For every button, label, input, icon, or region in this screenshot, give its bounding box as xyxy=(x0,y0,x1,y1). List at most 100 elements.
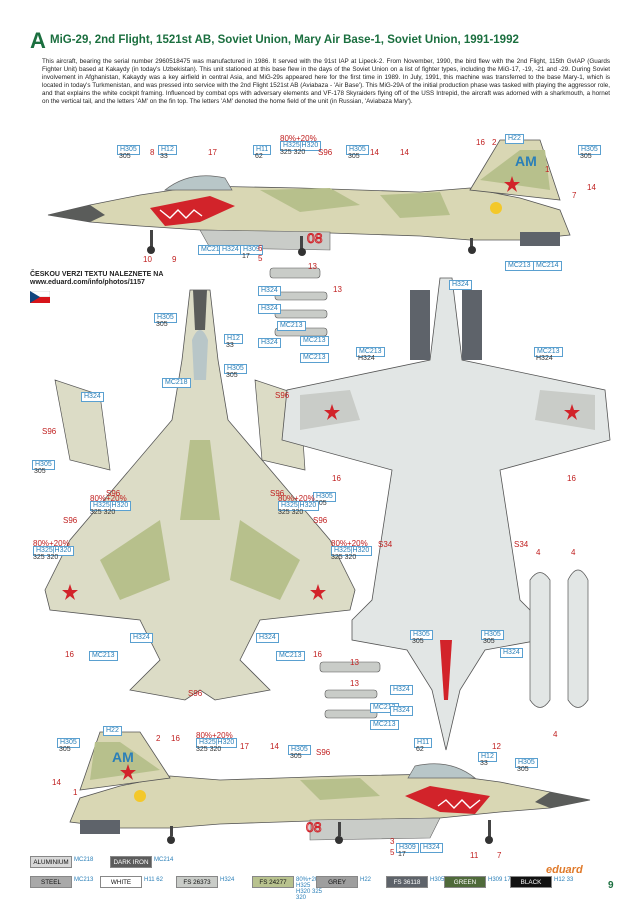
callout-top-views-53: 13 xyxy=(350,658,359,667)
callout-top-profile-18: 7 xyxy=(572,191,577,200)
czech-flag-icon xyxy=(30,291,50,303)
callout-top-views-14: MC213 xyxy=(534,347,563,357)
swatch-code-7: H305 305 xyxy=(430,877,456,883)
aircraft-side-view-bottom xyxy=(69,731,591,844)
callout-top-views-21: H305 xyxy=(313,492,336,502)
czech-note-url[interactable]: www.eduard.com/info/photos/1157 xyxy=(30,279,145,286)
callout-top-views-31: H325|H320 xyxy=(33,546,75,556)
callout-top-views-4: MC213 xyxy=(277,321,306,331)
aircraft-side-view-top xyxy=(47,139,571,256)
callout-bottom-profile-18: 5 xyxy=(390,848,395,857)
swatch-white: WHITE xyxy=(100,876,142,888)
callout-top-profile-23: H309 xyxy=(240,245,263,255)
callout-top-views-8: H324 xyxy=(449,280,472,290)
callout-top-views-42: H324 xyxy=(130,633,153,643)
callout-top-views-26: H325|H320 xyxy=(278,501,320,511)
callout-sub-bottom-profile-13: 33 xyxy=(480,760,488,767)
czech-translation-note: ČESKOU VERZI TEXTU NALEZNETE NA www.edua… xyxy=(30,271,163,287)
callout-sub-top-views-12: 305 xyxy=(226,372,238,379)
callout-top-views-51: H324 xyxy=(500,648,523,658)
callout-top-views-38: S34 xyxy=(378,540,393,549)
callout-top-views-37: 16 xyxy=(567,474,576,483)
callout-top-views-40: 4 xyxy=(536,548,541,557)
drop-tanks xyxy=(529,569,589,708)
callout-sub-top-views-10: 33 xyxy=(226,342,234,349)
callout-top-profile-8: S96 xyxy=(318,148,333,157)
callout-top-views-55: H324 xyxy=(390,685,413,695)
callout-top-views-47: 16 xyxy=(313,650,322,659)
fin-letters-top: AM xyxy=(515,153,537,169)
callout-top-profile-7: 325 320 xyxy=(280,149,306,156)
callout-top-profile-6: H325|H320 xyxy=(280,141,322,151)
swatch-black: BLACK xyxy=(510,876,552,888)
callout-sub-top-views-13: H324 xyxy=(358,355,375,362)
callout-sub-top-views-50: 305 xyxy=(483,638,495,645)
callout-bottom-profile-22: 7 xyxy=(497,851,502,860)
swatch-dark-iron: DARK IRON xyxy=(110,856,152,868)
callout-sub-top-profile-15: 305 xyxy=(580,153,592,160)
callout-top-views-57: H324 xyxy=(390,706,413,716)
callout-top-profile-5: 80%+20% xyxy=(280,134,317,143)
callout-top-profile-15: H305 xyxy=(578,145,601,155)
callout-top-profile-26: MC213 xyxy=(505,261,534,271)
callout-top-profile-2: H12 xyxy=(158,145,177,155)
callout-top-views-39: S34 xyxy=(514,540,529,549)
callout-top-views-50: H305 xyxy=(481,630,504,640)
callout-bottom-profile-9: H305 xyxy=(288,745,311,755)
callout-top-views-7: MC213 xyxy=(300,353,329,363)
callout-top-profile-12: 16 xyxy=(476,138,485,147)
callout-top-views-27: 325 320 xyxy=(278,509,304,516)
callout-top-views-33: 80%+20% xyxy=(331,539,368,548)
swatch-code-3: H11 62 xyxy=(144,877,163,883)
callout-sub-bottom-profile-3: 305 xyxy=(59,746,71,753)
callout-top-profile-14: H22 xyxy=(505,134,524,144)
callout-bottom-profile-12: 12 xyxy=(492,742,501,751)
swatch-fs-26373: FS 26373 xyxy=(176,876,218,888)
swatch-code-4: H324 xyxy=(220,877,235,883)
callout-top-views-17: S96 xyxy=(42,427,57,436)
callout-top-views-1: 13 xyxy=(333,285,342,294)
swatch-grey: GREY xyxy=(316,876,358,888)
callout-top-profile-16: 1 xyxy=(545,165,550,174)
callout-bottom-profile-14: H305 xyxy=(515,758,538,768)
callout-top-profile-13: 2 xyxy=(492,138,497,147)
callout-top-views-28: S96 xyxy=(63,516,78,525)
callout-bottom-profile-3: H305 xyxy=(57,738,80,748)
callout-top-views-54: 13 xyxy=(350,679,359,688)
callout-top-profile-1: 8 xyxy=(150,148,155,157)
callout-top-views-12: H305 xyxy=(224,364,247,374)
callout-bottom-profile-16: 1 xyxy=(73,788,78,797)
callout-sub-top-views-18: 305 xyxy=(34,468,46,475)
callout-top-views-34: H325|H320 xyxy=(331,546,373,556)
callout-top-views-41: 4 xyxy=(571,548,576,557)
aircraft-bottom-view xyxy=(281,277,611,751)
callout-top-views-13: MC213 xyxy=(356,347,385,357)
callout-top-profile-19: 10 xyxy=(143,255,152,264)
swatch-code-9: H12 33 xyxy=(554,877,574,883)
callout-top-views-45: MC213 xyxy=(276,651,305,661)
aircraft-top-view xyxy=(44,289,356,701)
callout-top-profile-11: 14 xyxy=(400,148,409,157)
callout-top-views-22: 80%+20% xyxy=(90,494,127,503)
callout-top-profile-10: 14 xyxy=(370,148,379,157)
callout-top-profile-22: H324 xyxy=(219,245,242,255)
swatch-code-8: H309 17 xyxy=(488,877,511,883)
swatch-aluminium: ALUMINIUM xyxy=(30,856,72,868)
callout-top-views-6: H324 xyxy=(258,338,281,348)
callout-sub-top-profile-23: 17 xyxy=(242,253,250,260)
callout-bottom-profile-11: H11 xyxy=(414,738,433,748)
callout-bottom-profile-6: 325 320 xyxy=(196,746,222,753)
callout-top-profile-20: 9 xyxy=(172,255,177,264)
swatch-green: GREEN xyxy=(444,876,486,888)
callout-sub-top-profile-2: 33 xyxy=(160,153,168,160)
callout-top-views-0: 13 xyxy=(308,262,317,271)
callout-top-views-20: S96 xyxy=(270,489,285,498)
callout-top-views-25: 80%+20% xyxy=(278,494,315,503)
swatch-fs-36118: FS 36118 xyxy=(386,876,428,888)
callout-bottom-profile-10: S96 xyxy=(316,748,331,757)
callout-top-profile-9: H305 xyxy=(346,145,369,155)
callout-bottom-profile-13: H12 xyxy=(478,752,497,762)
callout-bottom-profile-7: 17 xyxy=(240,742,249,751)
callout-bottom-profile-20: H324 xyxy=(420,843,443,853)
callout-top-views-16: H324 xyxy=(81,392,104,402)
